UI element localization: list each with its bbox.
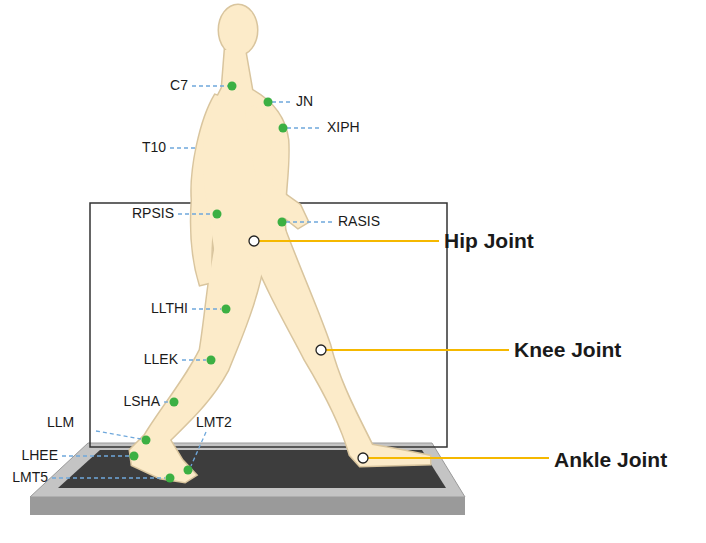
marker-label: T10 xyxy=(142,140,166,155)
marker-label: LLTHI xyxy=(151,301,188,316)
marker-dots xyxy=(130,82,288,483)
joint-label: Knee Joint xyxy=(514,338,621,361)
marker-label: LMT2 xyxy=(196,415,232,430)
marker-label: C7 xyxy=(170,78,188,93)
marker-label: JN xyxy=(296,94,313,109)
joint-pointers xyxy=(249,236,549,463)
joint-label: Hip Joint xyxy=(444,229,534,252)
leader-lines xyxy=(52,86,333,478)
marker-label: XIPH xyxy=(327,120,360,135)
marker-label: RASIS xyxy=(338,214,380,229)
joint-label: Ankle Joint xyxy=(554,448,667,471)
marker-label: RPSIS xyxy=(132,206,174,221)
marker-label: LHEE xyxy=(21,448,58,463)
marker-label: LMT5 xyxy=(12,470,48,485)
marker-label: LSHA xyxy=(123,394,160,409)
marker-label: LLM xyxy=(47,415,74,430)
human-figure xyxy=(130,5,430,482)
marker-label: LLEK xyxy=(144,352,178,367)
